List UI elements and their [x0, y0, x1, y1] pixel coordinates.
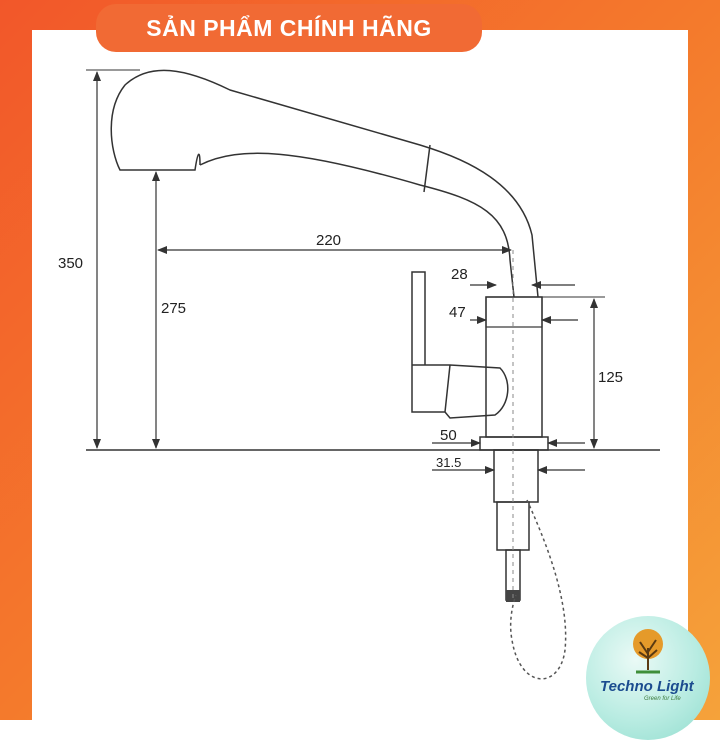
tree-icon [633, 629, 663, 674]
techno-light-logo: Techno Light Green for Life [586, 616, 710, 740]
spout-outline [110, 69, 539, 298]
body-ring [485, 296, 543, 328]
drawing-card [32, 30, 688, 720]
spout-joint [423, 144, 431, 193]
faucet-technical-drawing: 350 275 220 28 47 125 50 31.5 [58, 69, 660, 680]
dim-label-47: 47 [449, 304, 466, 321]
dim-label-28: 28 [451, 266, 468, 283]
lever-handle [411, 271, 509, 419]
dim-label-275: 275 [161, 300, 186, 317]
banner-text: SẢN PHẨM CHÍNH HÃNG [146, 14, 432, 41]
dim-label-31-5: 31.5 [436, 455, 461, 470]
dim-label-125: 125 [598, 369, 623, 386]
logo-brand: Techno Light [600, 678, 694, 695]
pull-out-hose [509, 499, 567, 680]
dim-label-350: 350 [58, 255, 83, 272]
shank [493, 449, 539, 503]
base-plate [479, 436, 549, 451]
dim-label-220: 220 [316, 232, 341, 249]
dim-label-50: 50 [440, 427, 457, 444]
logo-tagline: Green for Life [644, 696, 681, 702]
genuine-product-banner: SẢN PHẨM CHÍNH HÃNG [96, 4, 482, 52]
